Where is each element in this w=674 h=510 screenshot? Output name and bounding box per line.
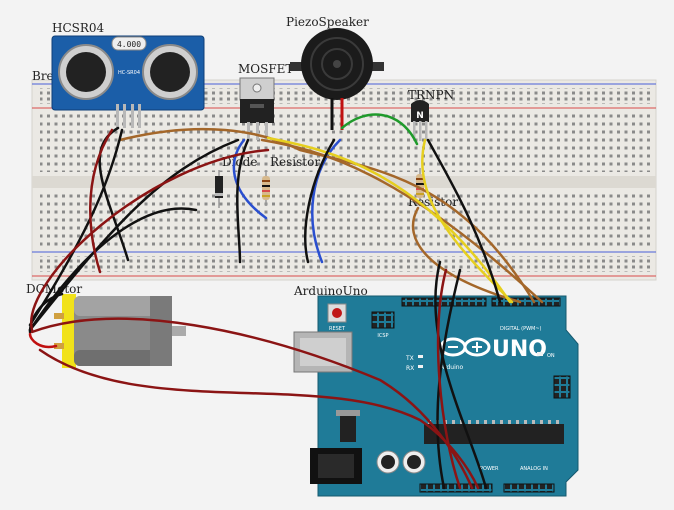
rx-label: RX [406,365,414,372]
piezo-speaker [290,28,384,130]
on-label: ON [547,353,555,359]
wire-black-3 [28,138,240,332]
sensor-model: HC-SR04 [118,70,140,76]
wire-black-7 [426,138,502,304]
reset-label: RESET [329,326,346,332]
wire-black-10 [28,292,64,334]
icsp-label: ICSP [377,333,388,339]
resistor-1-label: Resistor [270,155,320,169]
uno-brand: UNO [492,337,547,362]
wire-red-6 [28,332,58,349]
hcsr04-label: HCSR04 [52,21,105,35]
arduino-logo-icon [439,337,491,357]
wire-black-8 [434,260,488,490]
resistor-1 [262,170,270,206]
power-label: POWER [480,466,499,472]
arduino-logo-text: Arduino [440,364,464,371]
wire-red-2 [30,148,270,332]
sensor-display: 4.000 [117,40,141,49]
mosfet [239,77,275,140]
mosfet-label: MOSFET [238,62,293,76]
npn-transistor: N [411,100,429,141]
svg-text:N: N [416,111,424,121]
wire-red-5 [436,268,462,490]
diode [215,170,223,208]
wires [28,113,544,490]
wire-brown-3 [260,138,544,304]
tx-label: TX [405,355,414,362]
dc-motor [54,294,186,368]
wire-green [340,113,419,146]
digital-label: DIGITAL (PWM~) [500,326,542,332]
wire-red-4 [38,348,480,490]
wire-red-1 [89,128,114,274]
piezo-label: PiezoSpeaker [286,15,369,29]
arduino-label: ArduinoUno [293,284,368,298]
breadboard-label: Bre [32,69,54,83]
wire-brown-2 [411,206,522,304]
wire-black-6 [304,138,336,264]
analog-label: ANALOG IN [520,466,548,472]
wire-black-2 [28,128,124,327]
wire-yellow-1 [266,136,512,304]
wire-blue-2 [311,138,342,264]
transistor-label: TRNPN [408,88,454,102]
wire-blue-1 [232,138,268,220]
ultrasonic-sensor: 4.000 HC-SR04 [51,35,205,128]
